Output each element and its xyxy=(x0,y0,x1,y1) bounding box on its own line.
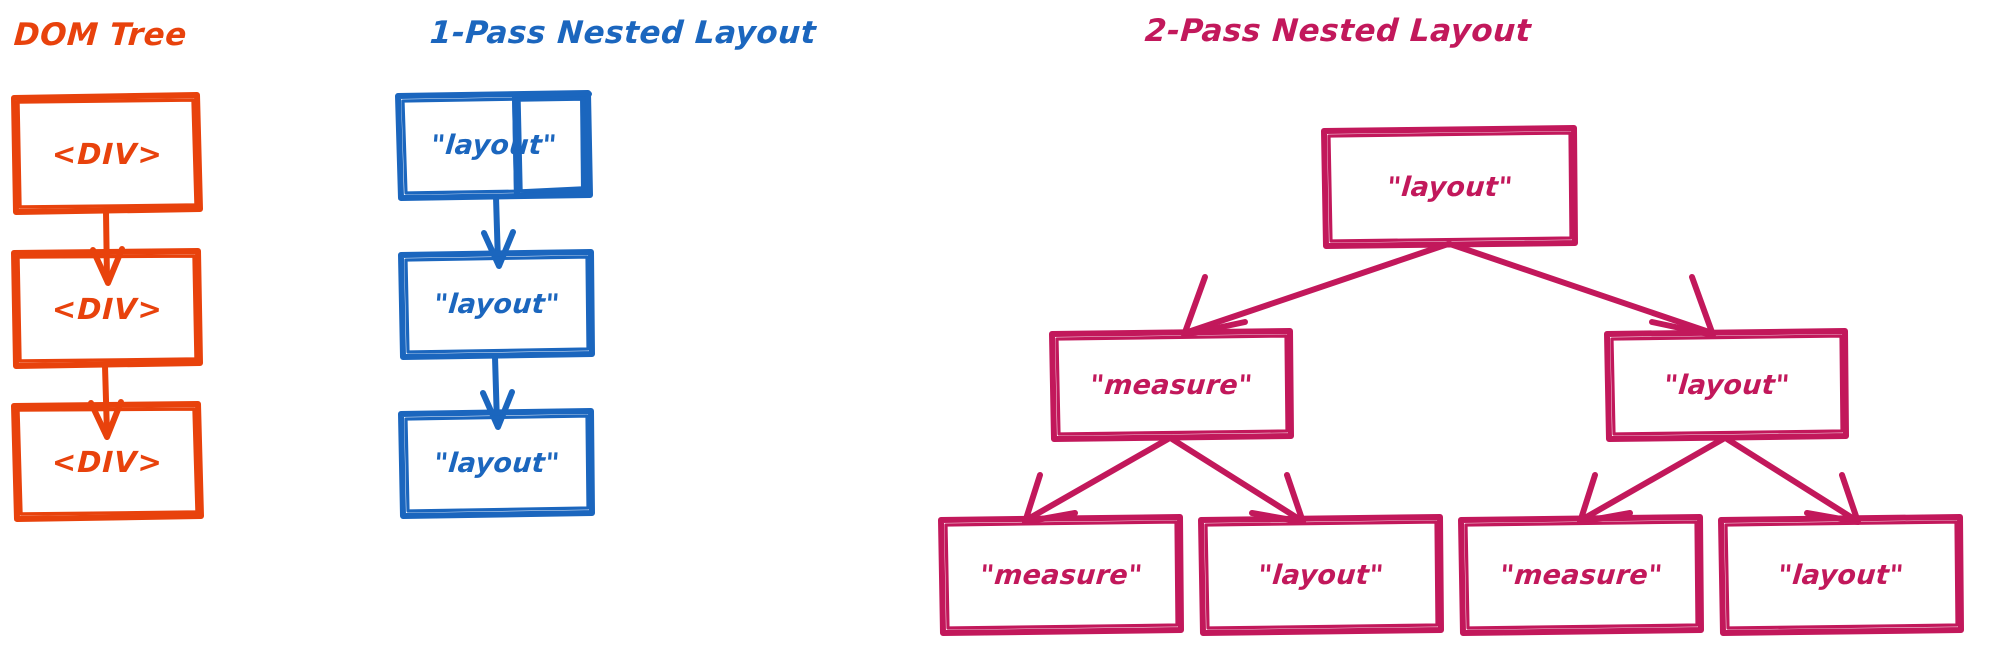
two-pass-node-mid-left[interactable]: "measure" xyxy=(1052,331,1291,439)
two-pass-node-mid-right-label: "layout" xyxy=(1662,369,1791,401)
dom-tree-node-2[interactable]: <DIV> xyxy=(14,251,200,366)
dom-tree-node-1-label: <DIV> xyxy=(50,136,164,171)
two-pass-node-root-label: "layout" xyxy=(1385,171,1514,203)
two-pass-node-leaf-4[interactable]: "layout" xyxy=(1721,517,1961,633)
two-pass-edge-mid-right-to-leaf-3 xyxy=(1577,436,1726,525)
dom-tree-node-3-label: <DIV> xyxy=(51,444,164,479)
dom-tree-node-1[interactable]: <DIV> xyxy=(14,95,200,212)
two-pass-node-leaf-4-label: "layout" xyxy=(1776,559,1906,591)
one-pass-node-3[interactable]: "layout" xyxy=(401,411,592,516)
one-pass-node-1[interactable]: "layout" xyxy=(398,93,590,198)
one-pass-node-2[interactable]: "layout" xyxy=(401,252,592,357)
column-title-one-pass-nested-layout: 1-Pass Nested Layout xyxy=(428,15,818,51)
two-pass-edge-root-to-mid-left xyxy=(1181,241,1451,338)
column-title-two-pass-nested-layout: 2-Pass Nested Layout xyxy=(1143,13,1533,49)
two-pass-edge-mid-left-to-leaf-1 xyxy=(1022,436,1171,525)
two-pass-edge-root-to-mid-right xyxy=(1447,241,1716,338)
two-pass-node-leaf-3-label: "measure" xyxy=(1498,559,1664,591)
dom-tree-node-2-label: <DIV> xyxy=(50,291,164,326)
two-pass-node-mid-left-label: "measure" xyxy=(1088,369,1255,401)
one-pass-node-1-label: "layout" xyxy=(429,130,559,161)
one-pass-node-2-label: "layout" xyxy=(432,289,561,320)
dom-tree-node-3[interactable]: <DIV> xyxy=(14,404,201,519)
two-pass-node-leaf-3[interactable]: "measure" xyxy=(1461,517,1701,633)
two-pass-edge-mid-right-to-leaf-4 xyxy=(1724,436,1861,525)
column-title-dom-tree: DOM Tree xyxy=(12,17,189,53)
two-pass-node-leaf-2[interactable]: "layout" xyxy=(1201,517,1441,633)
two-pass-node-mid-right[interactable]: "layout" xyxy=(1607,331,1846,439)
one-pass-node-3-label: "layout" xyxy=(432,448,561,479)
two-pass-node-leaf-1-label: "measure" xyxy=(978,559,1144,591)
two-pass-node-leaf-2-label: "layout" xyxy=(1256,559,1386,591)
two-pass-node-leaf-1[interactable]: "measure" xyxy=(941,517,1181,633)
two-pass-node-root[interactable]: "layout" xyxy=(1324,128,1575,246)
two-pass-edge-mid-left-to-leaf-2 xyxy=(1169,436,1306,525)
